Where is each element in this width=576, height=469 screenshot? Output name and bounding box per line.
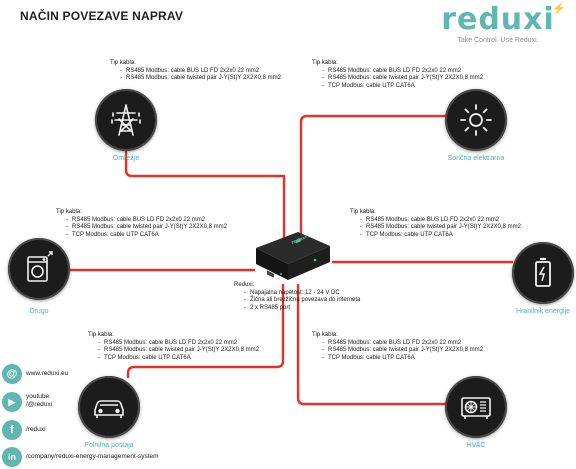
cable-block-hvac: Tip kabla: RS485 Modbus: cable BUS LD FD…	[312, 332, 483, 362]
social-linkedin-text[interactable]: /company/reduxi-energy-management-system	[26, 453, 159, 460]
device-spec-item: Žična ali brezžična povezava do internet…	[244, 297, 360, 305]
power-tower-icon	[111, 104, 141, 136]
reduxi-device-illustration: reduxi	[256, 232, 330, 280]
reduxi-device: reduxi	[252, 226, 332, 286]
wire-solar	[299, 114, 447, 245]
device-spec-item: 2 x RS485 port	[244, 305, 360, 313]
device-spec-item: Napajalna napetost: 12 - 24 V DC	[244, 290, 360, 298]
lightning-icon: ⚡	[552, 3, 566, 15]
cable-block-heading: Tip kabla:	[110, 60, 136, 66]
car-icon	[94, 400, 124, 418]
node-grid	[95, 89, 157, 151]
node-storage	[512, 242, 574, 304]
cable-item: RS485 Modbus: cable BUS LD FD 2x2x0 22 m…	[98, 340, 259, 348]
node-label-hvac: HVAC	[466, 442, 486, 449]
cable-item: TCP Modbus: cable UTP CAT6A	[360, 232, 521, 240]
logo-wordmark: reduxi	[441, 2, 555, 37]
cable-item: RS485 Modbus: cable twisted pair J-Y(St)…	[120, 75, 281, 83]
social-website-text[interactable]: www.reduxi.eu	[26, 370, 69, 377]
battery-icon	[535, 257, 551, 287]
node-label-grid: Omrežje	[112, 155, 140, 162]
reduxi-logo: reduxi ⚡ Take Control. Use Reduxi.	[428, 2, 568, 44]
cable-block-heading: Tip kabla:	[56, 209, 82, 215]
node-other	[8, 238, 70, 300]
node-label-other: Drugo	[29, 308, 49, 315]
cable-item: RS485 Modbus: cable twisted pair J-Y(St)…	[66, 224, 227, 232]
cable-item: TCP Modbus: cable UTP CAT6A	[66, 232, 227, 240]
cable-block-heading: Tip kabla:	[312, 332, 338, 338]
node-solar	[445, 89, 507, 151]
device-spec-block: Reduxi: Napajalna napetost: 12 - 24 V DC…	[234, 282, 360, 312]
device-brand: reduxi	[291, 234, 309, 246]
cable-item: RS485 Modbus: cable twisted pair J-Y(St)…	[322, 75, 483, 83]
cable-item: RS485 Modbus: cable BUS LD FD 2x2x0 22 m…	[322, 340, 483, 348]
social-facebook-text[interactable]: /reduxi	[26, 426, 46, 433]
node-hvac	[445, 376, 507, 438]
logo-tagline: Take Control. Use Reduxi.	[457, 37, 539, 44]
cable-item: TCP Modbus: cable UTP CAT6A	[98, 355, 259, 363]
node-label-solar: Sončna elektrarna	[447, 155, 505, 162]
cable-block-storage: Tip kabla: RS485 Modbus: cable BUS LD FD…	[350, 209, 521, 239]
cable-block-heading: Tip kabla:	[312, 60, 338, 66]
cable-item: RS485 Modbus: cable BUS LD FD 2x2x0 22 m…	[360, 217, 521, 225]
cable-item: RS485 Modbus: cable BUS LD FD 2x2x0 22 m…	[120, 68, 281, 76]
hvac-unit-icon	[461, 397, 491, 419]
social-youtube-line1: youtube	[26, 393, 50, 400]
wire-grid	[124, 150, 286, 245]
cable-block-heading: Tip kabla:	[350, 209, 376, 215]
wire-hvac	[296, 284, 447, 406]
washing-machine-icon	[27, 251, 53, 282]
cable-item: TCP Modbus: cable UTP CAT6A	[322, 355, 483, 363]
social-youtube-text[interactable]: youtube /@reduxi	[26, 393, 52, 409]
social-youtube-line2: /@reduxi	[26, 401, 53, 408]
node-label-storage: Hranilnik energije	[515, 308, 571, 315]
facebook-icon: f	[2, 420, 22, 440]
cable-item: RS485 Modbus: cable BUS LD FD 2x2x0 22 m…	[322, 68, 483, 76]
cable-block-ev: Tip kabla: RS485 Modbus: cable BUS LD FD…	[88, 332, 259, 362]
cable-block-solar: Tip kabla: RS485 Modbus: cable BUS LD FD…	[312, 60, 483, 90]
node-ev	[78, 376, 140, 438]
cable-block-other: Tip kabla: RS485 Modbus: cable BUS LD FD…	[56, 209, 227, 239]
cable-block-heading: Tip kabla:	[88, 332, 114, 338]
wire-ev	[126, 284, 285, 378]
at-icon: @	[2, 364, 22, 384]
linkedin-icon: in	[2, 447, 22, 467]
node-label-ev: Polnilna postaja	[84, 442, 134, 449]
youtube-icon: ▶	[2, 392, 22, 412]
cable-block-grid: Tip kabla: RS485 Modbus: cable BUS LD FD…	[110, 60, 281, 83]
sun-icon	[460, 104, 492, 136]
page-title: NAČIN POVEZAVE NAPRAV	[20, 9, 184, 23]
cable-item: RS485 Modbus: cable twisted pair J-Y(St)…	[98, 347, 259, 355]
device-spec-heading: Reduxi:	[234, 282, 255, 288]
cable-item: RS485 Modbus: cable BUS LD FD 2x2x0 22 m…	[66, 217, 227, 225]
cable-item: RS485 Modbus: cable twisted pair J-Y(St)…	[322, 347, 483, 355]
cable-item: RS485 Modbus: cable twisted pair J-Y(St)…	[360, 224, 521, 232]
cable-item: TCP Modbus: cable UTP CAT6A	[322, 83, 483, 91]
